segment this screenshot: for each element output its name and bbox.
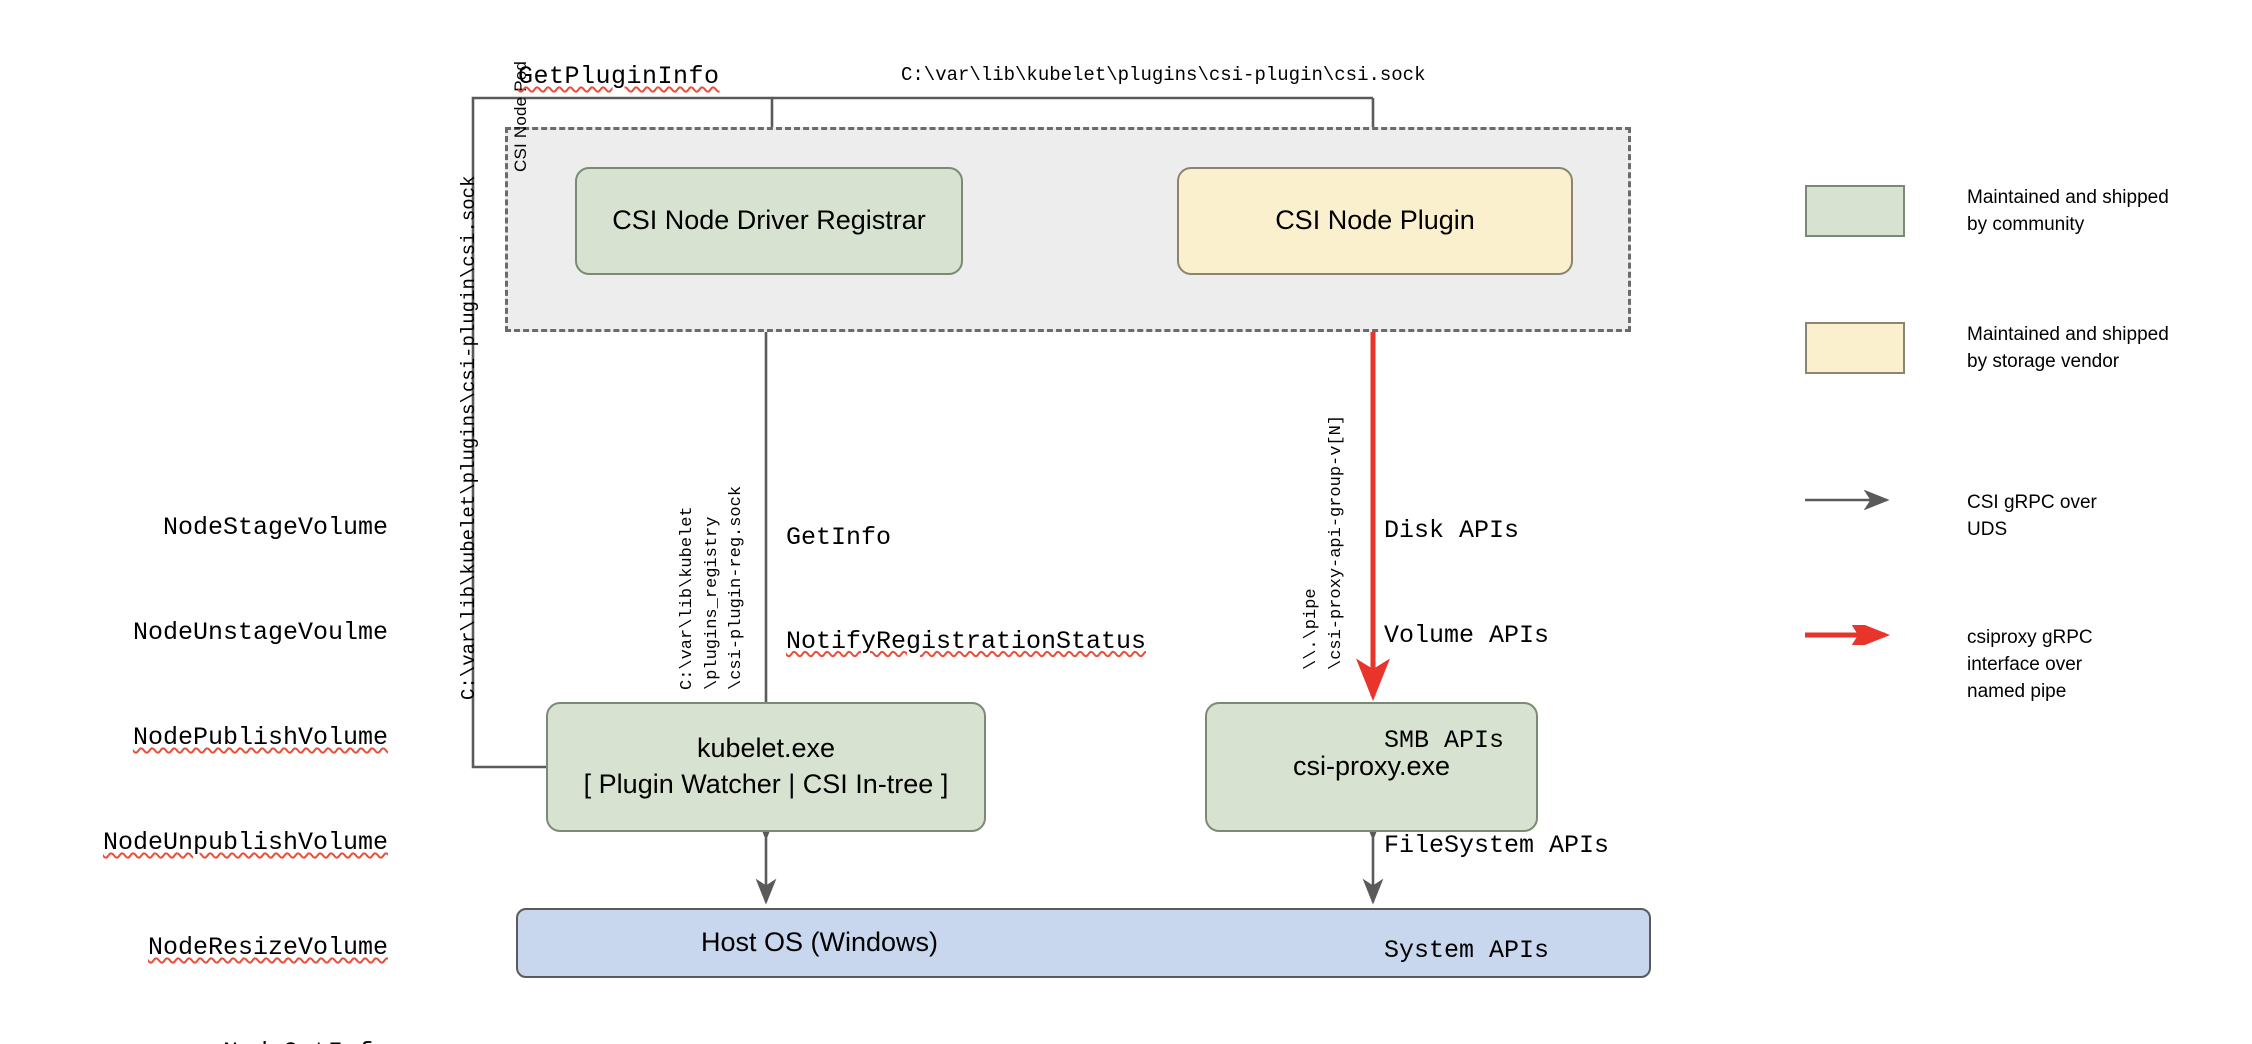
list-item: NodePublishVolume [132,723,388,752]
label-notify-registration-status: NotifyRegistrationStatus [786,626,1147,656]
label-proxy-api-list: Disk APIs Volume APIs SMB APIs FileSyste… [1384,443,1609,1038]
list-item: NodeStageVolume [162,513,388,542]
legend-arrow-red-icon [1805,617,1905,652]
list-item: NodeResizeVolume [147,933,388,962]
legend-swatch-yellow [1805,322,1905,374]
node-csi-proxy-exe[interactable]: csi-proxy.exe [1205,702,1538,832]
legend-label: Maintained and shipped by community [1967,187,2169,235]
list-item: SMB APIs [1384,726,1505,755]
list-item: NodeUnpublishVolume [102,828,388,857]
label-get-plugin-info: GetPluginInfo [518,62,720,91]
csi-node-pod-label: CSI Node Pod [511,60,530,172]
list-item: NodeGetInfo [100,1035,388,1044]
node-csi-node-driver-registrar[interactable]: CSI Node Driver Registrar [575,167,963,275]
kubelet-title: kubelet.exe [696,733,836,764]
node-host-os[interactable]: Host OS (Windows) [516,908,1651,978]
list-item: FileSystem APIs [1384,831,1610,860]
legend-label: csiproxy gRPC interface over named pipe [1967,627,2093,702]
node-csi-node-plugin[interactable]: CSI Node Plugin [1177,167,1573,275]
list-item: System APIs [1384,936,1550,965]
kubelet-subtitle: [ Plugin Watcher | CSI In-tree ] [583,769,949,799]
list-item: Volume APIs [1384,621,1550,650]
label-csi-sock-path-vertical: C:\var\lib\kubelet\plugins\csi-plugin\cs… [458,175,480,701]
list-item: NodeUnstageVoulme [132,618,388,647]
legend-item-community: Maintained and shipped by community [1805,185,2169,239]
legend-item-csiproxy-grpc: csiproxy gRPC interface over named pipe [1805,617,2093,706]
label-node-service-calls: NodeStageVolume NodeUnstageVoulme NodePu… [100,440,388,1044]
host-os-label: Host OS (Windows) [701,927,939,958]
legend-item-vendor: Maintained and shipped by storage vendor [1805,322,2169,376]
legend-swatch-green [1805,185,1905,237]
legend-item-csi-grpc: CSI gRPC over UDS [1805,489,2097,544]
list-item: Disk APIs [1384,516,1520,545]
legend-label: Maintained and shipped by storage vendor [1967,324,2169,372]
legend-arrow-gray-icon [1805,489,1905,511]
label-plugins-registry-path-vertical: C:\var\lib\kubelet \plugins_registry \cs… [678,485,747,690]
label-registration-calls: GetInfo NotifyRegistrationStatus [786,452,1146,728]
label-csi-sock-path: C:\var\lib\kubelet\plugins\csi-plugin\cs… [901,64,1426,86]
label-get-info: GetInfo [786,523,892,552]
legend-label: CSI gRPC over UDS [1967,492,2097,540]
node-kubelet-exe[interactable]: kubelet.exe [ Plugin Watcher | CSI In-tr… [546,702,986,832]
label-named-pipe-path-vertical: \\.\pipe \csi-proxy-api-group-v[N] [1302,414,1346,670]
